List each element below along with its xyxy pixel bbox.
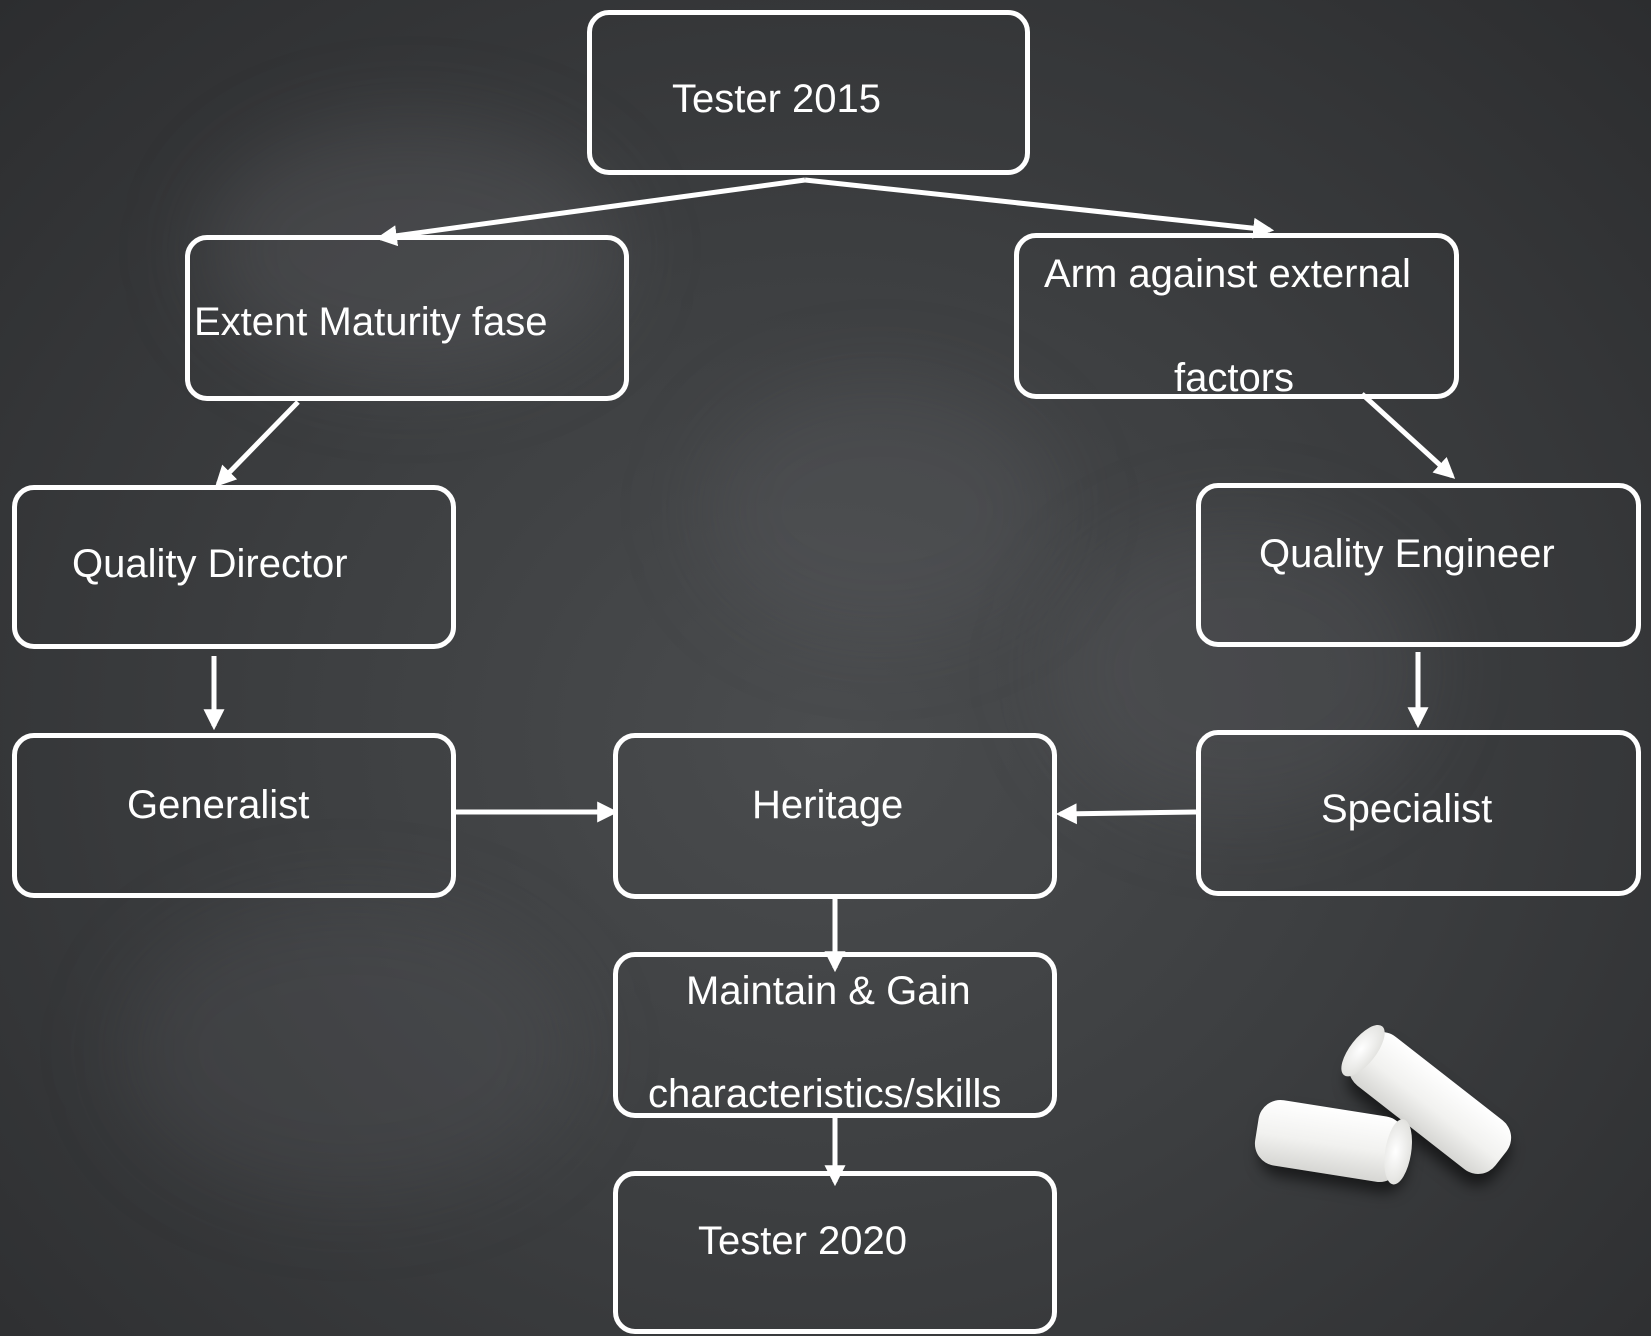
node-quality-engineer: Quality Engineer	[1196, 483, 1641, 647]
node-maintain-gain-line1: Maintain & Gain	[686, 969, 971, 1013]
node-generalist: Generalist	[12, 733, 456, 898]
connector-tester2015-to-extent	[375, 177, 806, 247]
node-maintain-gain-line2: characteristics/skills	[648, 1072, 1002, 1116]
node-heritage-label: Heritage	[752, 783, 904, 827]
node-heritage: Heritage	[613, 733, 1057, 899]
node-arm-external: Arm against external factors	[1014, 233, 1459, 399]
node-arm-external-line1: Arm against external	[1044, 252, 1411, 296]
node-extent-maturity-label: Extent Maturity fase	[194, 300, 548, 344]
connector-specialist-to-heritage	[1055, 803, 1197, 825]
connector-tester2015-to-arm	[804, 177, 1275, 239]
connector-arm-to-engineer	[1360, 392, 1456, 479]
connector-extent-to-director	[215, 400, 300, 488]
node-tester-2020-label: Tester 2020	[698, 1219, 908, 1263]
node-tester-2015-label: Tester 2015	[672, 77, 882, 121]
node-generalist-label: Generalist	[127, 783, 310, 827]
node-tester-2015: Tester 2015	[587, 10, 1030, 175]
node-quality-director-label: Quality Director	[72, 542, 348, 586]
node-specialist: Specialist	[1196, 730, 1641, 896]
node-quality-director: Quality Director	[12, 485, 456, 649]
node-extent-maturity: Extent Maturity fase	[185, 235, 629, 401]
node-arm-external-line2: factors	[1174, 356, 1295, 400]
node-tester-2020: Tester 2020	[613, 1171, 1057, 1334]
node-maintain-gain: Maintain & Gain characteristics/skills	[613, 952, 1057, 1118]
node-specialist-label: Specialist	[1321, 787, 1493, 831]
node-quality-engineer-label: Quality Engineer	[1259, 532, 1555, 576]
